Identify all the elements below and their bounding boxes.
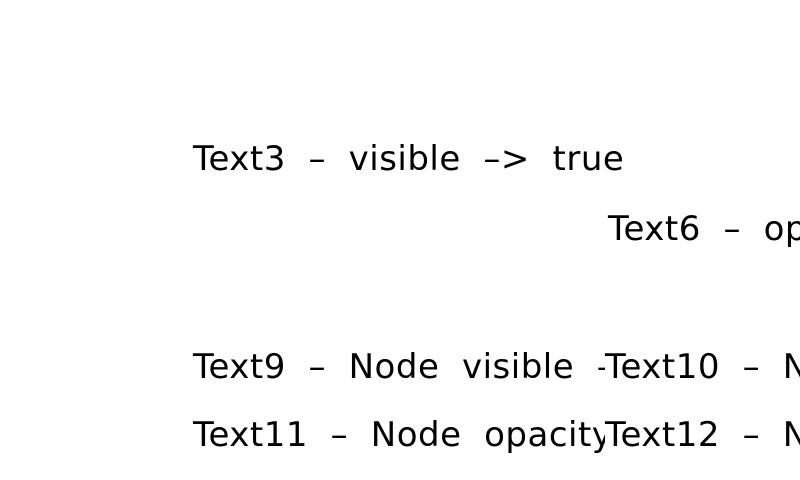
text-run-text10: Text10 – Node visible –> true — [605, 350, 800, 384]
text-run-text12: Text12 – Node opacity –> 0.5 — [605, 418, 800, 452]
text-run-text6: Text6 – opacity –> 0.5 — [608, 209, 800, 249]
text-run-text3: Text3 – visible –> true — [193, 139, 625, 179]
